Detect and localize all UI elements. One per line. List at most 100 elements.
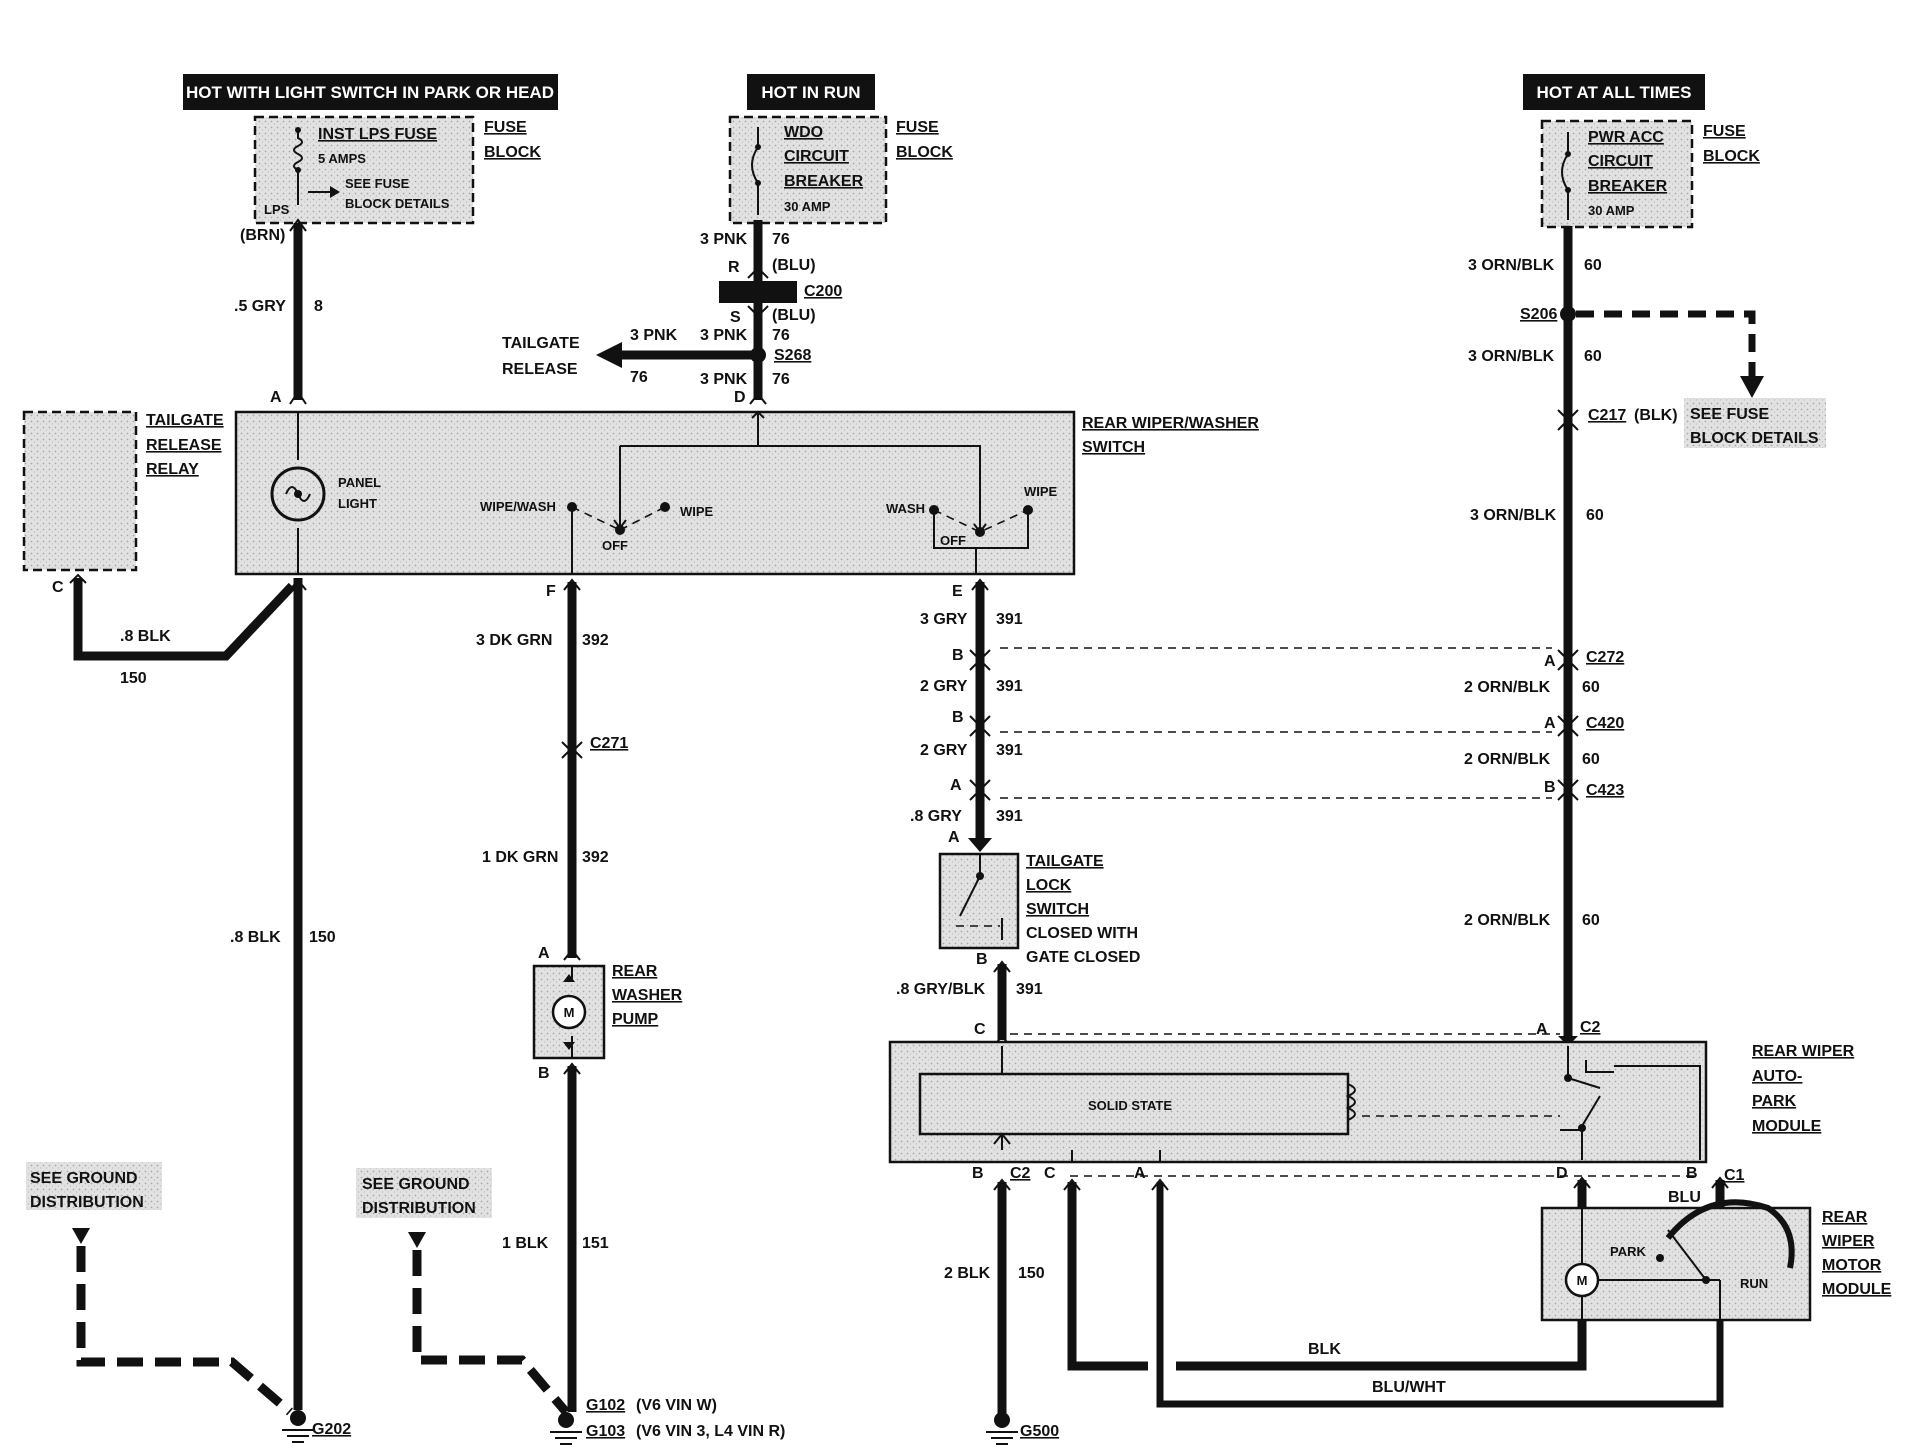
header-park-head-text: HOT WITH LIGHT SWITCH IN PARK OR HEAD <box>186 83 554 102</box>
motor-title-2: WIPER <box>1822 1233 1875 1250</box>
washer-ground-1-note: (V6 VIN W) <box>636 1397 717 1414</box>
relay-label-2: RELEASE <box>146 437 222 454</box>
washer-circuit: F 3 DK GRN 392 C271 1 DK GRN 392 A M REA… <box>356 578 785 1445</box>
mid-gauge-b: 3 PNK <box>700 327 748 344</box>
bottom-circuit: 150 <box>1018 1265 1045 1282</box>
lock-gauge-5: .8 GRY/BLK <box>896 981 986 998</box>
mid-release-gauge: 3 PNK <box>630 327 678 344</box>
fuse-block-right: PWR ACC CIRCUIT BREAKER 30 AMP FUSE BLOC… <box>1540 119 1760 229</box>
fuse-block-left: INST LPS FUSE 5 AMPS SEE FUSE BLOCK DETA… <box>253 115 541 225</box>
header-park-head: HOT WITH LIGHT SWITCH IN PARK OR HEAD <box>183 74 558 110</box>
mid-circuit-c: 76 <box>772 371 790 388</box>
header-all-times-text: HOT AT ALL TIMES <box>1537 83 1692 102</box>
lock-circuit-1: 391 <box>996 611 1023 628</box>
switch-title-2: SWITCH <box>1082 439 1145 456</box>
lock-circuit-3: 391 <box>996 742 1023 759</box>
switch-wipe-left: WIPE <box>680 504 714 519</box>
wiper-motor-module: REAR WIPER MOTOR MODULE M PARK RUN <box>1540 1199 1892 1322</box>
ground-g102-symbol <box>550 1412 582 1445</box>
bottom-wires: 2 BLK 150 G500 BLK BLU/WHT <box>944 1178 1724 1445</box>
module-title-4: MODULE <box>1752 1118 1822 1135</box>
right-circuit-4: 60 <box>1582 679 1600 696</box>
lock-circuit-4: 391 <box>996 808 1023 825</box>
lock-gauge-3: 2 GRY <box>920 742 968 759</box>
switch-wipe-right: WIPE <box>1024 484 1058 499</box>
right-gauge-6: 2 ORN/BLK <box>1464 912 1551 929</box>
fuse-left-terminal: LPS <box>264 202 290 217</box>
ground-g500-symbol <box>986 1412 1018 1445</box>
right-circuit-2: 60 <box>1584 348 1602 365</box>
fuse-mid-name-1: WDO <box>784 124 823 141</box>
motor-title-1: REAR <box>1822 1209 1868 1226</box>
lock-gauge-1: 3 GRY <box>920 611 968 628</box>
mid-circuit-a: 76 <box>772 231 790 248</box>
right-gauge-3: 3 ORN/BLK <box>1470 507 1557 524</box>
mid-release-circuit: 76 <box>630 369 648 386</box>
right-gauge-2: 3 ORN/BLK <box>1468 348 1555 365</box>
washer-circuit-2: 392 <box>582 849 609 866</box>
washer-gauge-2: 1 DK GRN <box>482 849 558 866</box>
washer-ground-2: G103 <box>586 1423 625 1440</box>
washer-ground-2-note: (V6 VIN 3, L4 VIN R) <box>636 1423 785 1440</box>
panel-light-2: LIGHT <box>338 496 377 511</box>
pump-label-2: WASHER <box>612 987 683 1004</box>
right-pin-a3: A <box>1536 1021 1548 1038</box>
module-title-3: PARK <box>1752 1093 1797 1110</box>
washer-circuit-1: 392 <box>582 632 609 649</box>
left-circuit-1: 8 <box>314 298 323 315</box>
module-title-1: REAR WIPER <box>1752 1043 1855 1060</box>
right-c420: C420 <box>1586 715 1624 732</box>
fuse-left-name: INST LPS FUSE <box>318 126 437 143</box>
bottom-ground: G500 <box>1020 1423 1059 1440</box>
ground-g202: G202 <box>312 1421 351 1438</box>
pump-label-1: REAR <box>612 963 658 980</box>
motor-m: M <box>1577 1273 1588 1288</box>
mid-blu-r: (BLU) <box>772 257 816 274</box>
fuse-mid-label-1: FUSE <box>896 119 939 136</box>
washer-circuit-3: 151 <box>582 1235 609 1252</box>
module-solid-state: SOLID STATE <box>1088 1098 1172 1113</box>
fuse-block-mid: WDO CIRCUIT BREAKER 30 AMP FUSE BLOCK <box>728 115 953 225</box>
mid-c200: C200 <box>804 283 842 300</box>
left-circuit-3: 150 <box>309 929 336 946</box>
mid-pin-s: S <box>730 309 741 326</box>
right-c272: C272 <box>1586 649 1624 666</box>
motor-title-4: MODULE <box>1822 1281 1892 1298</box>
fuse-mid-name-3: BREAKER <box>784 173 864 190</box>
motor-connections <box>1573 1176 1729 1208</box>
fuse-right-name-3: BREAKER <box>1588 178 1668 195</box>
right-c423: C423 <box>1586 782 1624 799</box>
switch-off-right: OFF <box>940 533 966 548</box>
mid-s268: S268 <box>774 347 811 364</box>
fuse-left-see-2: BLOCK DETAILS <box>345 196 450 211</box>
c200-connector-block <box>719 281 797 303</box>
fuse-mid-rating: 30 AMP <box>784 199 831 214</box>
mid-pin-d: D <box>734 389 746 406</box>
left-pin-a: A <box>270 389 282 406</box>
right-pin-a1: A <box>1544 653 1556 670</box>
left-gauge-3: .8 BLK <box>230 929 281 946</box>
mid-release-1: TAILGATE <box>502 335 580 352</box>
right-circuit-5: 60 <box>1582 751 1600 768</box>
module-pin-b2: B <box>1686 1165 1698 1182</box>
relay-label-1: TAILGATE <box>146 412 224 429</box>
lock-circuit-5: 391 <box>1016 981 1043 998</box>
washer-ground-see-2: DISTRIBUTION <box>362 1200 476 1217</box>
right-feed: 3 ORN/BLK 60 S206 3 ORN/BLK 60 C217 (BLK… <box>1464 226 1826 1046</box>
left-brn: (BRN) <box>240 227 285 244</box>
motor-park: PARK <box>1610 1244 1646 1259</box>
connector-dashed-links <box>1000 647 1560 1035</box>
module-title-2: AUTO- <box>1752 1068 1802 1085</box>
mid-circuit-b: 76 <box>772 327 790 344</box>
relay-pin-c: C <box>52 579 64 596</box>
module-blu: BLU <box>1668 1189 1701 1206</box>
right-gauge-1: 3 ORN/BLK <box>1468 257 1555 274</box>
lock-pin-a2: A <box>948 829 960 846</box>
switch-title-1: REAR WIPER/WASHER <box>1082 415 1259 432</box>
auto-park-module: REAR WIPER AUTO- PARK MODULE SOLID STATE… <box>888 1040 1855 1206</box>
module-pin-b: B <box>972 1165 984 1182</box>
pump-motor-m: M <box>564 1005 575 1020</box>
fuse-left-see-1: SEE FUSE <box>345 176 410 191</box>
washer-pin-a: A <box>538 945 550 962</box>
